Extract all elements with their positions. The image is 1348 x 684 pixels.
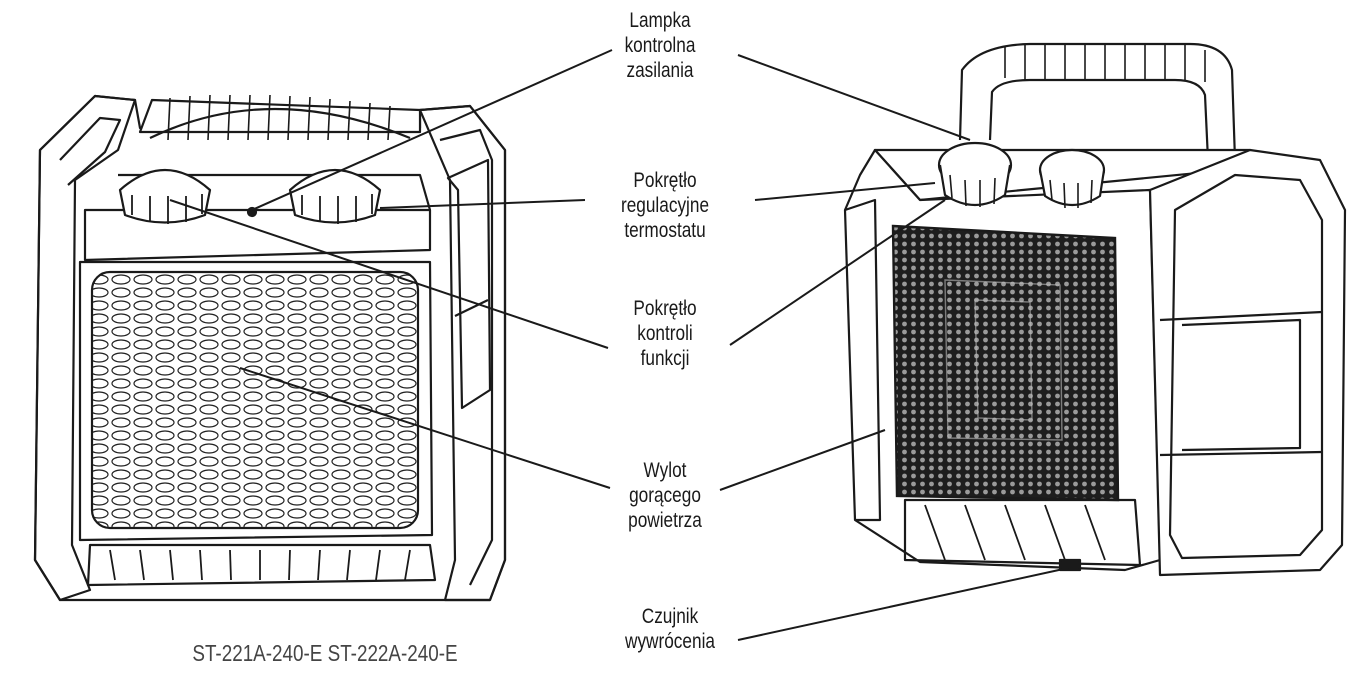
label-function-knob: Pokrętło kontroli funkcji bbox=[616, 296, 714, 371]
mesh-grille bbox=[893, 226, 1118, 500]
leader-tip-over bbox=[738, 568, 1068, 640]
label-tip-over-sensor: Czujnik wywrócenia bbox=[617, 604, 724, 654]
label-hot-air-outlet: Wylot gorącego powietrza bbox=[616, 458, 714, 533]
label-power-lamp: Lampka kontrolna zasilania bbox=[607, 8, 714, 83]
leader-power-lamp-right bbox=[738, 55, 970, 140]
front-grille bbox=[92, 272, 418, 528]
model-numbers: ST-221A-240-E ST-222A-240-E bbox=[182, 640, 469, 667]
label-thermostat-knob: Pokrętło regulacyjne termostatu bbox=[608, 168, 723, 243]
